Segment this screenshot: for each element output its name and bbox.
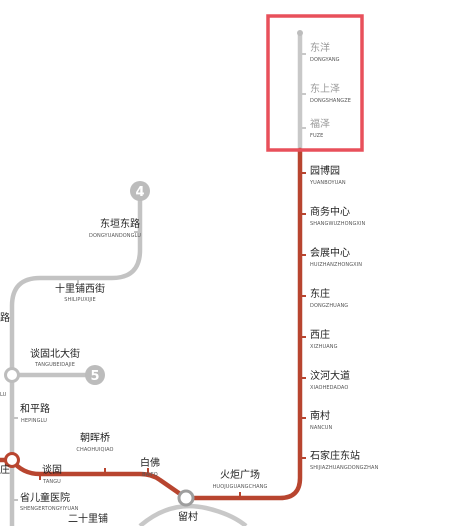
station-hepinglu[interactable]: 和平路 xyxy=(20,404,50,415)
station-nancun[interactable]: 南村 xyxy=(310,411,330,422)
station-baifo[interactable]: 白佛 xyxy=(140,458,160,469)
station-dongshangze-pinyin: DONGSHANGZE xyxy=(310,98,352,104)
station-baifo-pinyin: BAIFO xyxy=(142,472,158,478)
station-shijiazhuangdongzhan-pinyin: SHIJIAZHUANGDONGZHAN xyxy=(310,465,379,471)
station-shangwuzhongxin[interactable]: 商务中心 xyxy=(310,207,350,218)
station-dongyuandonglu[interactable]: 东垣东路 xyxy=(100,219,140,230)
station-dongzhuang-pinyin: DONGZHUANG xyxy=(310,303,349,309)
station-shangwuzhongxin-pinyin: SHANGWUZHONGXIN xyxy=(310,221,366,227)
edge-label-lu-pinyin: LU xyxy=(0,392,7,398)
station-liucun[interactable]: 留村 xyxy=(178,512,198,523)
station-shilipuxijie[interactable]: 十里铺西街 xyxy=(55,284,105,295)
station-tangubeidajie-pinyin: TANGUBEIDAJIE xyxy=(35,362,76,368)
station-xizhuang-pinyin: XIZHUANG xyxy=(310,344,338,350)
station-dongzhuang[interactable]: 东庄 xyxy=(310,289,330,300)
station-nancun-pinyin: NANCUN xyxy=(310,425,333,431)
station-chaohuiqiao[interactable]: 朝晖桥 xyxy=(80,433,110,444)
station-tangubeidajie[interactable]: 谈固北大街 xyxy=(30,349,80,360)
station-xiaohedadao-pinyin: XIAOHEDADAO xyxy=(310,385,349,391)
station-yuanboyuan-pinyin: YUANBOYUAN xyxy=(310,180,346,186)
line3-ticks xyxy=(39,172,306,498)
line4-badge-number: 4 xyxy=(135,185,144,200)
station-xiaohedadao[interactable]: 汶河大道 xyxy=(310,371,350,382)
station-yuanboyuan[interactable]: 园博园 xyxy=(310,166,340,177)
station-dongshangze[interactable]: 东上泽 xyxy=(310,84,340,95)
station-fuze[interactable]: 福泽 xyxy=(310,119,330,130)
line5-badge-number: 5 xyxy=(90,369,99,384)
line3-route xyxy=(0,147,303,501)
line3-terminus-dot xyxy=(297,30,303,36)
station-dongyang[interactable]: 东洋 xyxy=(310,43,330,54)
edge-label-lu: 路 xyxy=(0,313,10,324)
station-fuze-pinyin: FUZE xyxy=(310,133,324,139)
station-ershilipu[interactable]: 二十里铺 xyxy=(68,514,108,525)
transfer-station-west[interactable] xyxy=(4,452,20,468)
station-xizhuang[interactable]: 西庄 xyxy=(310,330,330,341)
station-huojuguangchang-pinyin: HUOJUGUANGCHANG xyxy=(212,484,268,490)
station-shengertongyiyuan[interactable]: 省儿童医院 xyxy=(20,493,70,504)
station-shilipuxijie-pinyin: SHILIPUXIJIE xyxy=(64,297,96,303)
transfer-station-liucun[interactable] xyxy=(177,489,195,507)
station-huizhanzhongxin-pinyin: HUIZHANZHONGXIN xyxy=(310,262,363,268)
line4-route xyxy=(9,192,143,526)
transfer-station-tanguebeidajie[interactable] xyxy=(4,367,20,383)
line5-badge[interactable]: 5 xyxy=(85,365,105,385)
line4-ticks xyxy=(12,231,140,501)
station-tangu-pinyin: TANGU xyxy=(43,479,61,485)
station-huizhanzhongxin[interactable]: 会展中心 xyxy=(310,248,350,259)
line1-arc xyxy=(138,503,248,526)
edge-label-zhuang: 庄 xyxy=(0,465,10,476)
station-huojuguangchang[interactable]: 火炬广场 xyxy=(220,470,260,481)
station-dongyang-pinyin: DONGYANG xyxy=(310,57,340,63)
station-hepinglu-pinyin: HEPINGLU xyxy=(21,418,48,424)
line3-unopened-ticks xyxy=(300,53,306,129)
station-dongyuandonglu-pinyin: DONGYUANDONGLU xyxy=(89,233,142,239)
station-chaohuiqiao-pinyin: CHAOHUIQIAO xyxy=(76,447,114,453)
station-shengertongyiyuan-pinyin: SHENGERTONGYIYUAN xyxy=(20,506,79,512)
station-shijiazhuangdongzhan[interactable]: 石家庄东站 xyxy=(310,451,360,462)
highlight-box xyxy=(266,14,364,152)
line4-badge[interactable]: 4 xyxy=(130,181,150,201)
station-tangu[interactable]: 谈固 xyxy=(42,465,62,476)
